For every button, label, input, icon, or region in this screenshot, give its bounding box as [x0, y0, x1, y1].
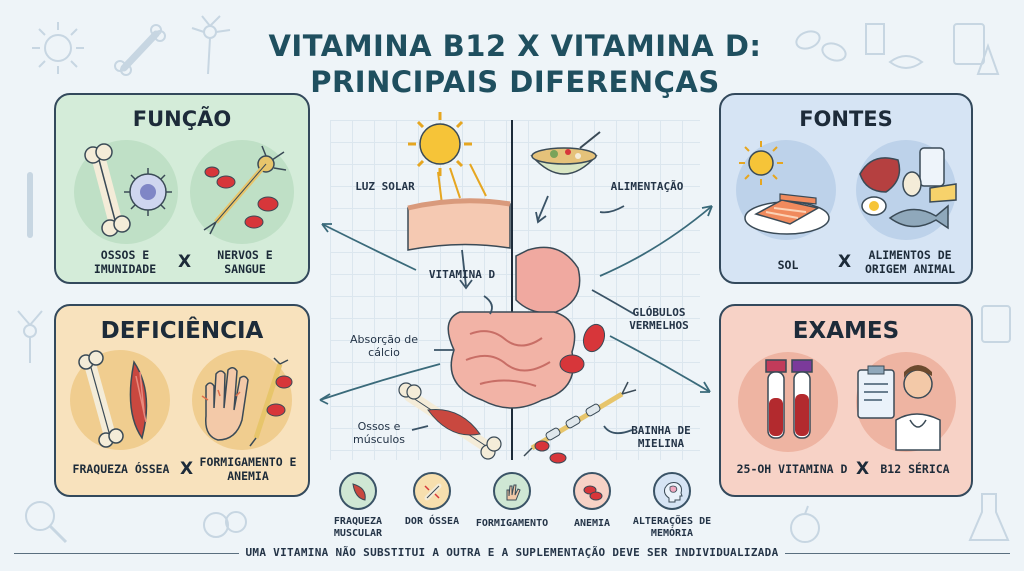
doctor-clipboard-icon [857, 365, 941, 451]
function-left-label: OSSOS E IMUNIDADE [93, 248, 157, 276]
symptom-muscle-label: FRAQUEZA MUSCULAR [333, 516, 383, 539]
magnifier-outline-icon [25, 501, 68, 544]
neuron-icon [203, 145, 287, 235]
sources-separator: X [838, 252, 852, 272]
symptom-muscle-circle [339, 472, 377, 510]
deficiency-right-label: FORMIGAMENTO E ANEMIA [199, 455, 297, 483]
pills-outline-icon [795, 30, 847, 62]
symptom-tingling-circle [493, 472, 531, 510]
weak-bone-muscle-icon [78, 350, 148, 448]
sources-right-label: ALIMENTOS DE ORIGEM ANIMAL [864, 248, 955, 276]
footer-note: UMA VITAMINA NÃO SUBSTITUI A OUTRA E A S… [0, 546, 1024, 559]
footer-text: UMA VITAMINA NÃO SUBSTITUI A OUTRA E A S… [239, 546, 785, 559]
deficiency-separator: X [180, 459, 194, 479]
exams-left-label: 25-OH VITAMINA D [736, 462, 848, 476]
function-separator: X [178, 252, 192, 272]
salmon-plate-icon [744, 193, 830, 235]
exams-heading: EXAMES [792, 318, 900, 344]
cells-outline-icon [203, 511, 247, 538]
calcium-absorption-label: Absorção de cálcio [349, 333, 418, 359]
footer-line-right [770, 553, 1010, 554]
blood-tubes-icon [765, 359, 813, 439]
tingling-hand-icon [506, 484, 521, 501]
food-bowl-icon [530, 131, 601, 175]
deficiency-left-label: FRAQUEZA ÓSSEA [72, 462, 170, 476]
sources-left-label: SOL [777, 258, 799, 272]
bone-outline-left-icon [27, 172, 33, 238]
exams-left-circle [738, 352, 838, 452]
page-title: VITAMINA B12 X VITAMINA D: PRINCIPAIS DI… [250, 28, 780, 100]
exams-separator: X [856, 459, 870, 479]
red-cells-label: GLÓBULOS VERMELHOS [629, 306, 689, 332]
exams-panel: EXAMES [719, 304, 973, 497]
function-right-label: NERVOS E SANGUE [217, 248, 273, 276]
sun-outline-icon [32, 22, 84, 74]
deficiency-heading: DEFICIÊNCIA [100, 318, 264, 344]
symptom-anemia-circle [573, 472, 611, 510]
brain-head-icon [664, 482, 683, 503]
doctor-outline-icon [981, 305, 1011, 343]
exams-right-label: B12 SÉRICA [880, 462, 950, 476]
animal-foods-icon [859, 147, 957, 230]
sources-heading: FONTES [799, 107, 893, 131]
symptom-bone-label: DOR ÓSSEA [404, 516, 460, 527]
myelin-label: BAINHA DE MIELINA [631, 424, 691, 450]
red-cells-icon [583, 485, 603, 501]
bone-icon [84, 143, 131, 237]
symptom-tingling-label: FORMIGAMENTO [475, 518, 549, 529]
clipboard-outline-icon [953, 23, 1000, 75]
food-label: ALIMENTAÇÃO [610, 180, 684, 193]
neuron-outline-left-icon [17, 310, 43, 363]
symptom-memory-label: ALTERAÇÕES DE MEMÓRIA [632, 516, 712, 539]
bone-pain-icon [424, 483, 442, 501]
sunlight-label: LUZ SOLAR [355, 180, 415, 193]
immune-cell-icon [124, 168, 172, 216]
apple-outline-icon [790, 505, 820, 543]
symptom-bone-circle [413, 472, 451, 510]
milk-fish-outline-icon [865, 23, 924, 69]
symptom-memory-circle [653, 472, 691, 510]
flask-outline-icon [968, 493, 1010, 541]
center-sun-icon [408, 112, 472, 176]
function-heading: FUNÇÃO [132, 107, 232, 131]
tingling-hand-neuron-icon [201, 357, 293, 447]
vitamin-d-label: VITAMINA D [428, 268, 496, 281]
footer-line-left [14, 553, 254, 554]
symptom-anemia-label: ANEMIA [573, 518, 611, 529]
bone-outline-icon [114, 24, 166, 76]
center-illustration [319, 112, 713, 464]
title-line-2: PRINCIPAIS DIFERENÇAS [310, 65, 720, 99]
neuron-outline-icon [191, 15, 231, 75]
sun-icon [739, 141, 783, 185]
muscle-icon [352, 483, 366, 501]
title-line-1: VITAMINA B12 X VITAMINA D: [268, 29, 762, 63]
bones-muscles-label: Ossos e músculos [353, 420, 405, 446]
